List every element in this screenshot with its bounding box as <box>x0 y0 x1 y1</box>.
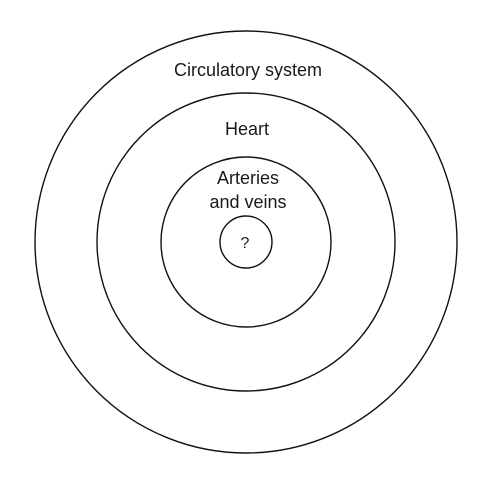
label-question-mark: ? <box>241 235 250 252</box>
label-arteries-line-2: and veins <box>209 192 286 212</box>
label-heart: Heart <box>225 119 269 139</box>
inner-ring-unknown <box>219 215 273 269</box>
third-ring-arteries-and-veins <box>160 156 332 328</box>
outer-ring-circulatory-system <box>34 30 458 454</box>
label-arteries-line-1: Arteries <box>217 168 279 188</box>
label-circulatory-system: Circulatory system <box>174 60 322 80</box>
second-ring-heart <box>96 92 396 392</box>
